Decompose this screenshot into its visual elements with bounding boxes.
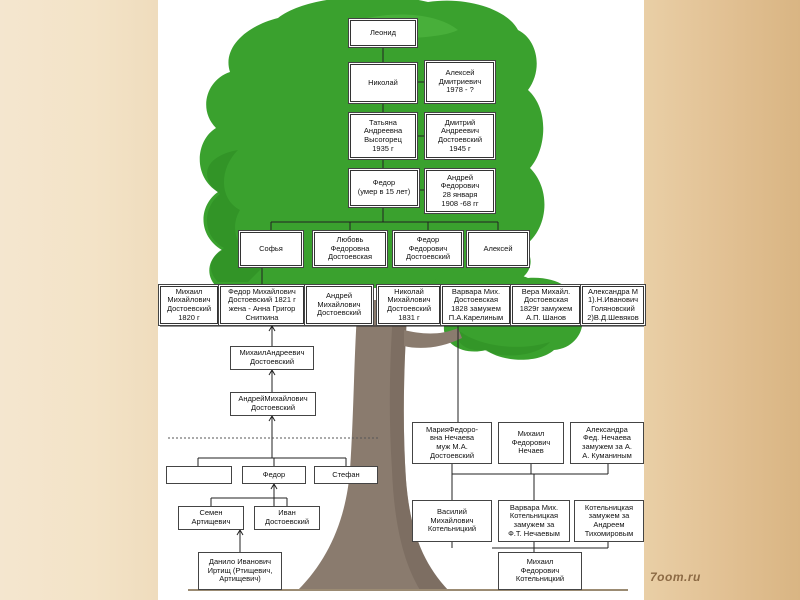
node-andrei-mikhailovich-2: АндрейМихайлович Достоевский (230, 392, 316, 416)
tree-trunk (298, 300, 462, 590)
node-varvara: Варвара Мих. Достоевская 1828 замужем П.… (442, 286, 510, 324)
node-fedor-fedorovich: Федор Федорович Достоевский (394, 232, 462, 266)
node-mikhail-kotel: Михаил Федорович Котельницкий (498, 552, 582, 590)
right-frame-background (644, 0, 800, 600)
node-tatyana: Татьяна Андреевна Высогорец 1935 г (350, 114, 416, 158)
node-varvara-kotel: Варвара Мих. Котельницкая замужем за Ф.Т… (498, 500, 570, 542)
node-aleksei-dmitrievich: Алексей Дмитриевич 1978 - ? (426, 62, 494, 102)
node-kotelnitskaya: Котельницкая замужем за Андреем Тихомиро… (574, 500, 644, 542)
left-frame-background (0, 0, 158, 600)
node-andrei-mikh: Андрей Михайлович Достоевский (306, 286, 372, 324)
node-mariya: МарияФедоро- вна Нечаева муж М.А. Достое… (412, 422, 492, 464)
arrow-head (236, 529, 244, 536)
node-stefan: Стефан (314, 466, 378, 484)
node-blank (166, 466, 232, 484)
node-aleksandra-nechaeva: Александра Фед. Нечаева замужем за А. А.… (570, 422, 644, 464)
node-fedor-root: Федор (242, 466, 306, 484)
watermark: 7oom.ru (650, 570, 701, 584)
node-leonid: Леонид (350, 20, 416, 46)
node-mikhail-1820: Михаил Михайлович Достоевский 1820 г (160, 286, 218, 324)
node-nikolai-top: Николай (350, 64, 416, 102)
node-sofya: Софья (240, 232, 302, 266)
node-dmitriy: Дмитрий Андреевич Достоевский 1945 г (426, 114, 494, 158)
node-aleksei: Алексей (468, 232, 528, 266)
node-mikhail-andreevich: МихаилАндреевич Достоевский (230, 346, 314, 370)
node-vasiliy: Василий Михайлович Котельницкий (412, 500, 492, 542)
tree-connectors (160, 46, 644, 552)
node-danilo: Данило Иванович Иртищ (Ртищевич, Артищев… (198, 552, 282, 590)
node-fedor-young: Федор (умер в 15 лет) (350, 170, 418, 206)
arrow-head (268, 415, 276, 422)
node-lyubov: Любовь Федоровна Достоевская (314, 232, 386, 266)
node-vera: Вера Михайл. Достоевская 1829г замужем А… (512, 286, 580, 324)
node-fedor-1821: Федор Михайлович Достоевский 1821 г жена… (220, 286, 304, 324)
arrow-head (270, 483, 278, 490)
arrow-head (268, 325, 276, 332)
node-nikolai-1831: Николай Михайлович Достоевский 1831 г (378, 286, 440, 324)
node-mikhail-nechaev: Михаил Федорович Нечаев (498, 422, 564, 464)
arrow-head (268, 369, 276, 376)
node-aleksandra-m: Александра М 1).Н.Иванович Голяновский 2… (582, 286, 644, 324)
node-semen: Семен Артищевич (178, 506, 244, 530)
node-andrei-fedorovich: Андрей Федорович 28 января 1908 -68 гг (426, 170, 494, 212)
node-ivan: Иван Достоевский (254, 506, 320, 530)
